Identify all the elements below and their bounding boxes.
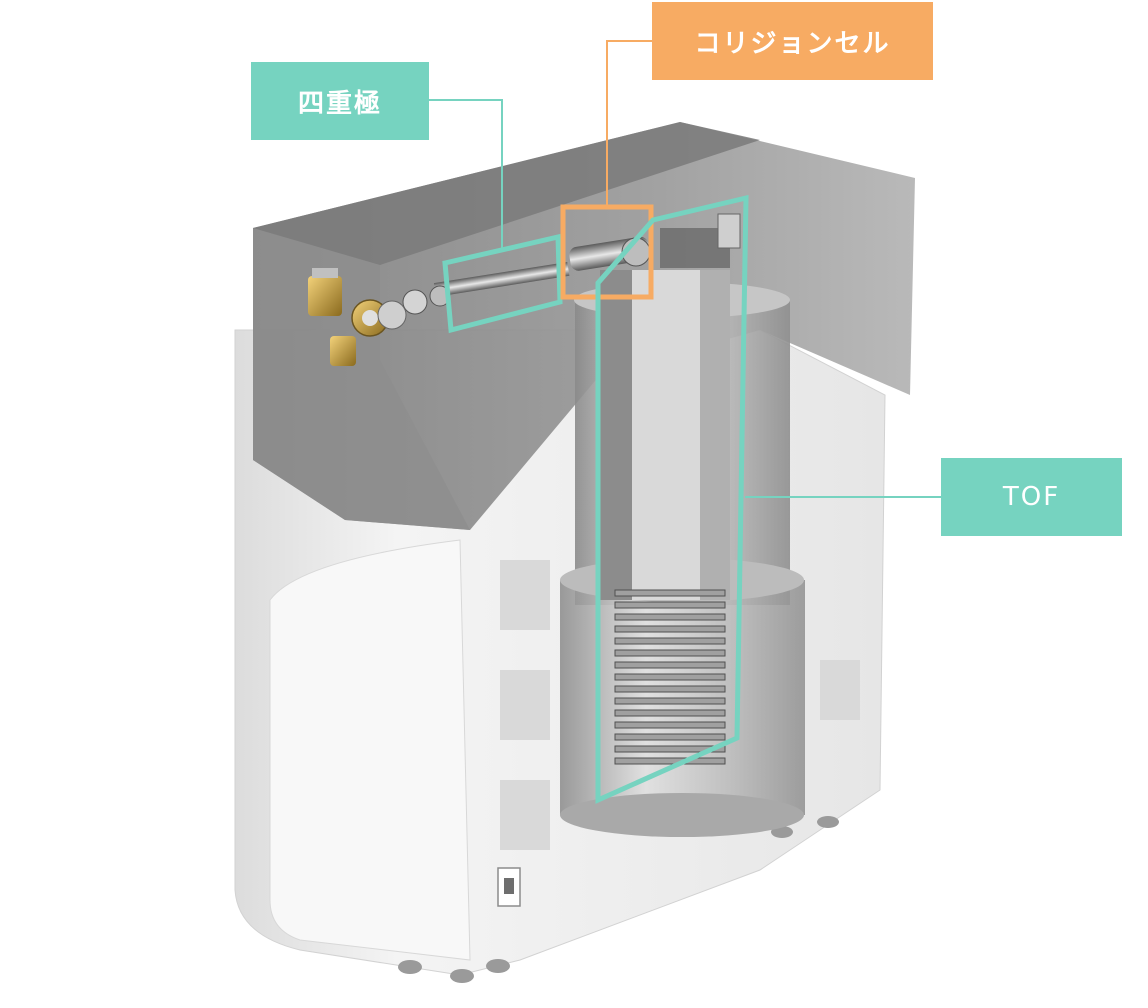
vent-grid bbox=[500, 560, 860, 850]
front-panel-curve bbox=[269, 539, 471, 961]
collision-cell-label: コリジョンセル bbox=[652, 2, 933, 80]
tof-highlight bbox=[595, 194, 749, 804]
housing-top-face bbox=[253, 122, 760, 265]
collision-cell-leader-line bbox=[606, 40, 652, 207]
tof-interior bbox=[600, 270, 730, 600]
reflectron-stack bbox=[614, 589, 726, 765]
quadrupole-highlight bbox=[442, 233, 563, 334]
quadrupole-label: 四重極 bbox=[251, 62, 429, 140]
housing-front-face bbox=[253, 228, 470, 530]
power-switch-toggle bbox=[504, 878, 514, 894]
quadrupole-assembly bbox=[402, 261, 570, 315]
tof-label: TOF bbox=[941, 458, 1122, 536]
feet bbox=[398, 816, 839, 983]
ion-source-fittings bbox=[308, 268, 407, 366]
quadrupole-leader-line bbox=[429, 99, 503, 250]
